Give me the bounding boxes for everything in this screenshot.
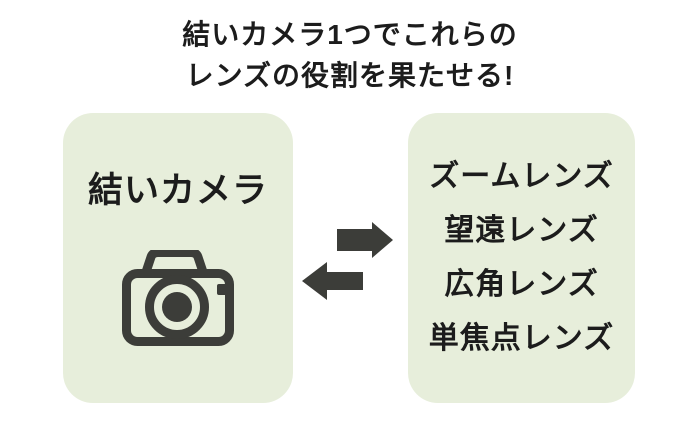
lens-item-telephoto: 望遠レンズ [444,214,599,247]
arrow-left-icon [302,262,363,300]
diagram-title: 結いカメラ1つでこれらの レンズの役割を果たせる! [0,14,700,96]
lens-item-zoom: ズームレンズ [429,160,614,193]
camera-box: 結いカメラ [63,113,293,403]
camera-icon [122,250,234,346]
camera-box-label: 結いカメラ [87,171,268,210]
lens-item-prime: 単焦点レンズ [428,322,615,355]
title-line-2: レンズの役割を果たせる! [185,60,515,91]
lens-item-wide-angle: 広角レンズ [444,268,599,301]
arrow-right-icon [337,222,393,258]
title-line-1: 結いカメラ1つでこれらの [182,19,518,50]
lens-box: ズームレンズ 望遠レンズ 広角レンズ 単焦点レンズ [408,113,635,403]
